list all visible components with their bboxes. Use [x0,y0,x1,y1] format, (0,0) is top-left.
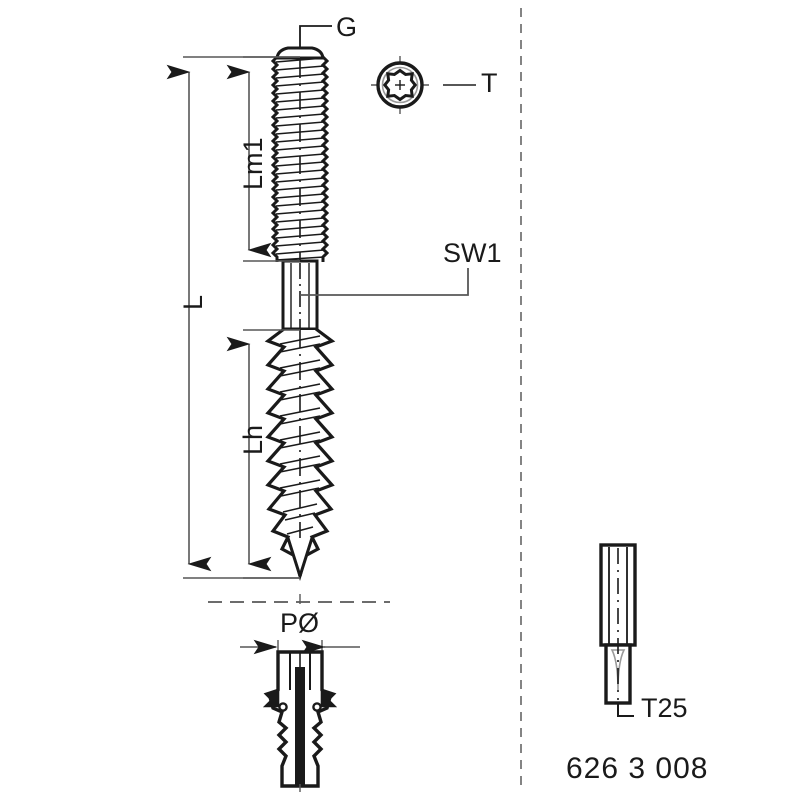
torx-drive-end-view [371,56,429,114]
label-lm1: Lm1 [238,137,268,190]
g-leader-line [299,25,332,48]
screw-side-view [264,46,336,581]
label-lh: Lh [238,424,268,455]
label-p-diameter: PØ [280,608,320,638]
label-g: G [336,12,358,42]
label-part-number: 626 3 008 [566,752,709,785]
section-break-line [208,594,390,604]
wood-thread-section [264,327,336,581]
machine-thread-section [270,46,330,262]
dimension-Lh [226,329,300,579]
label-l: L [178,294,208,310]
torx-bit-t25 [599,543,637,717]
sw1-leader-line [300,268,469,296]
label-t: T [481,68,498,98]
label-t25: T25 [641,693,688,723]
label-sw1: SW1 [443,238,502,268]
wall-plug-section-view [262,650,338,794]
dimension-Lm1 [226,56,300,262]
